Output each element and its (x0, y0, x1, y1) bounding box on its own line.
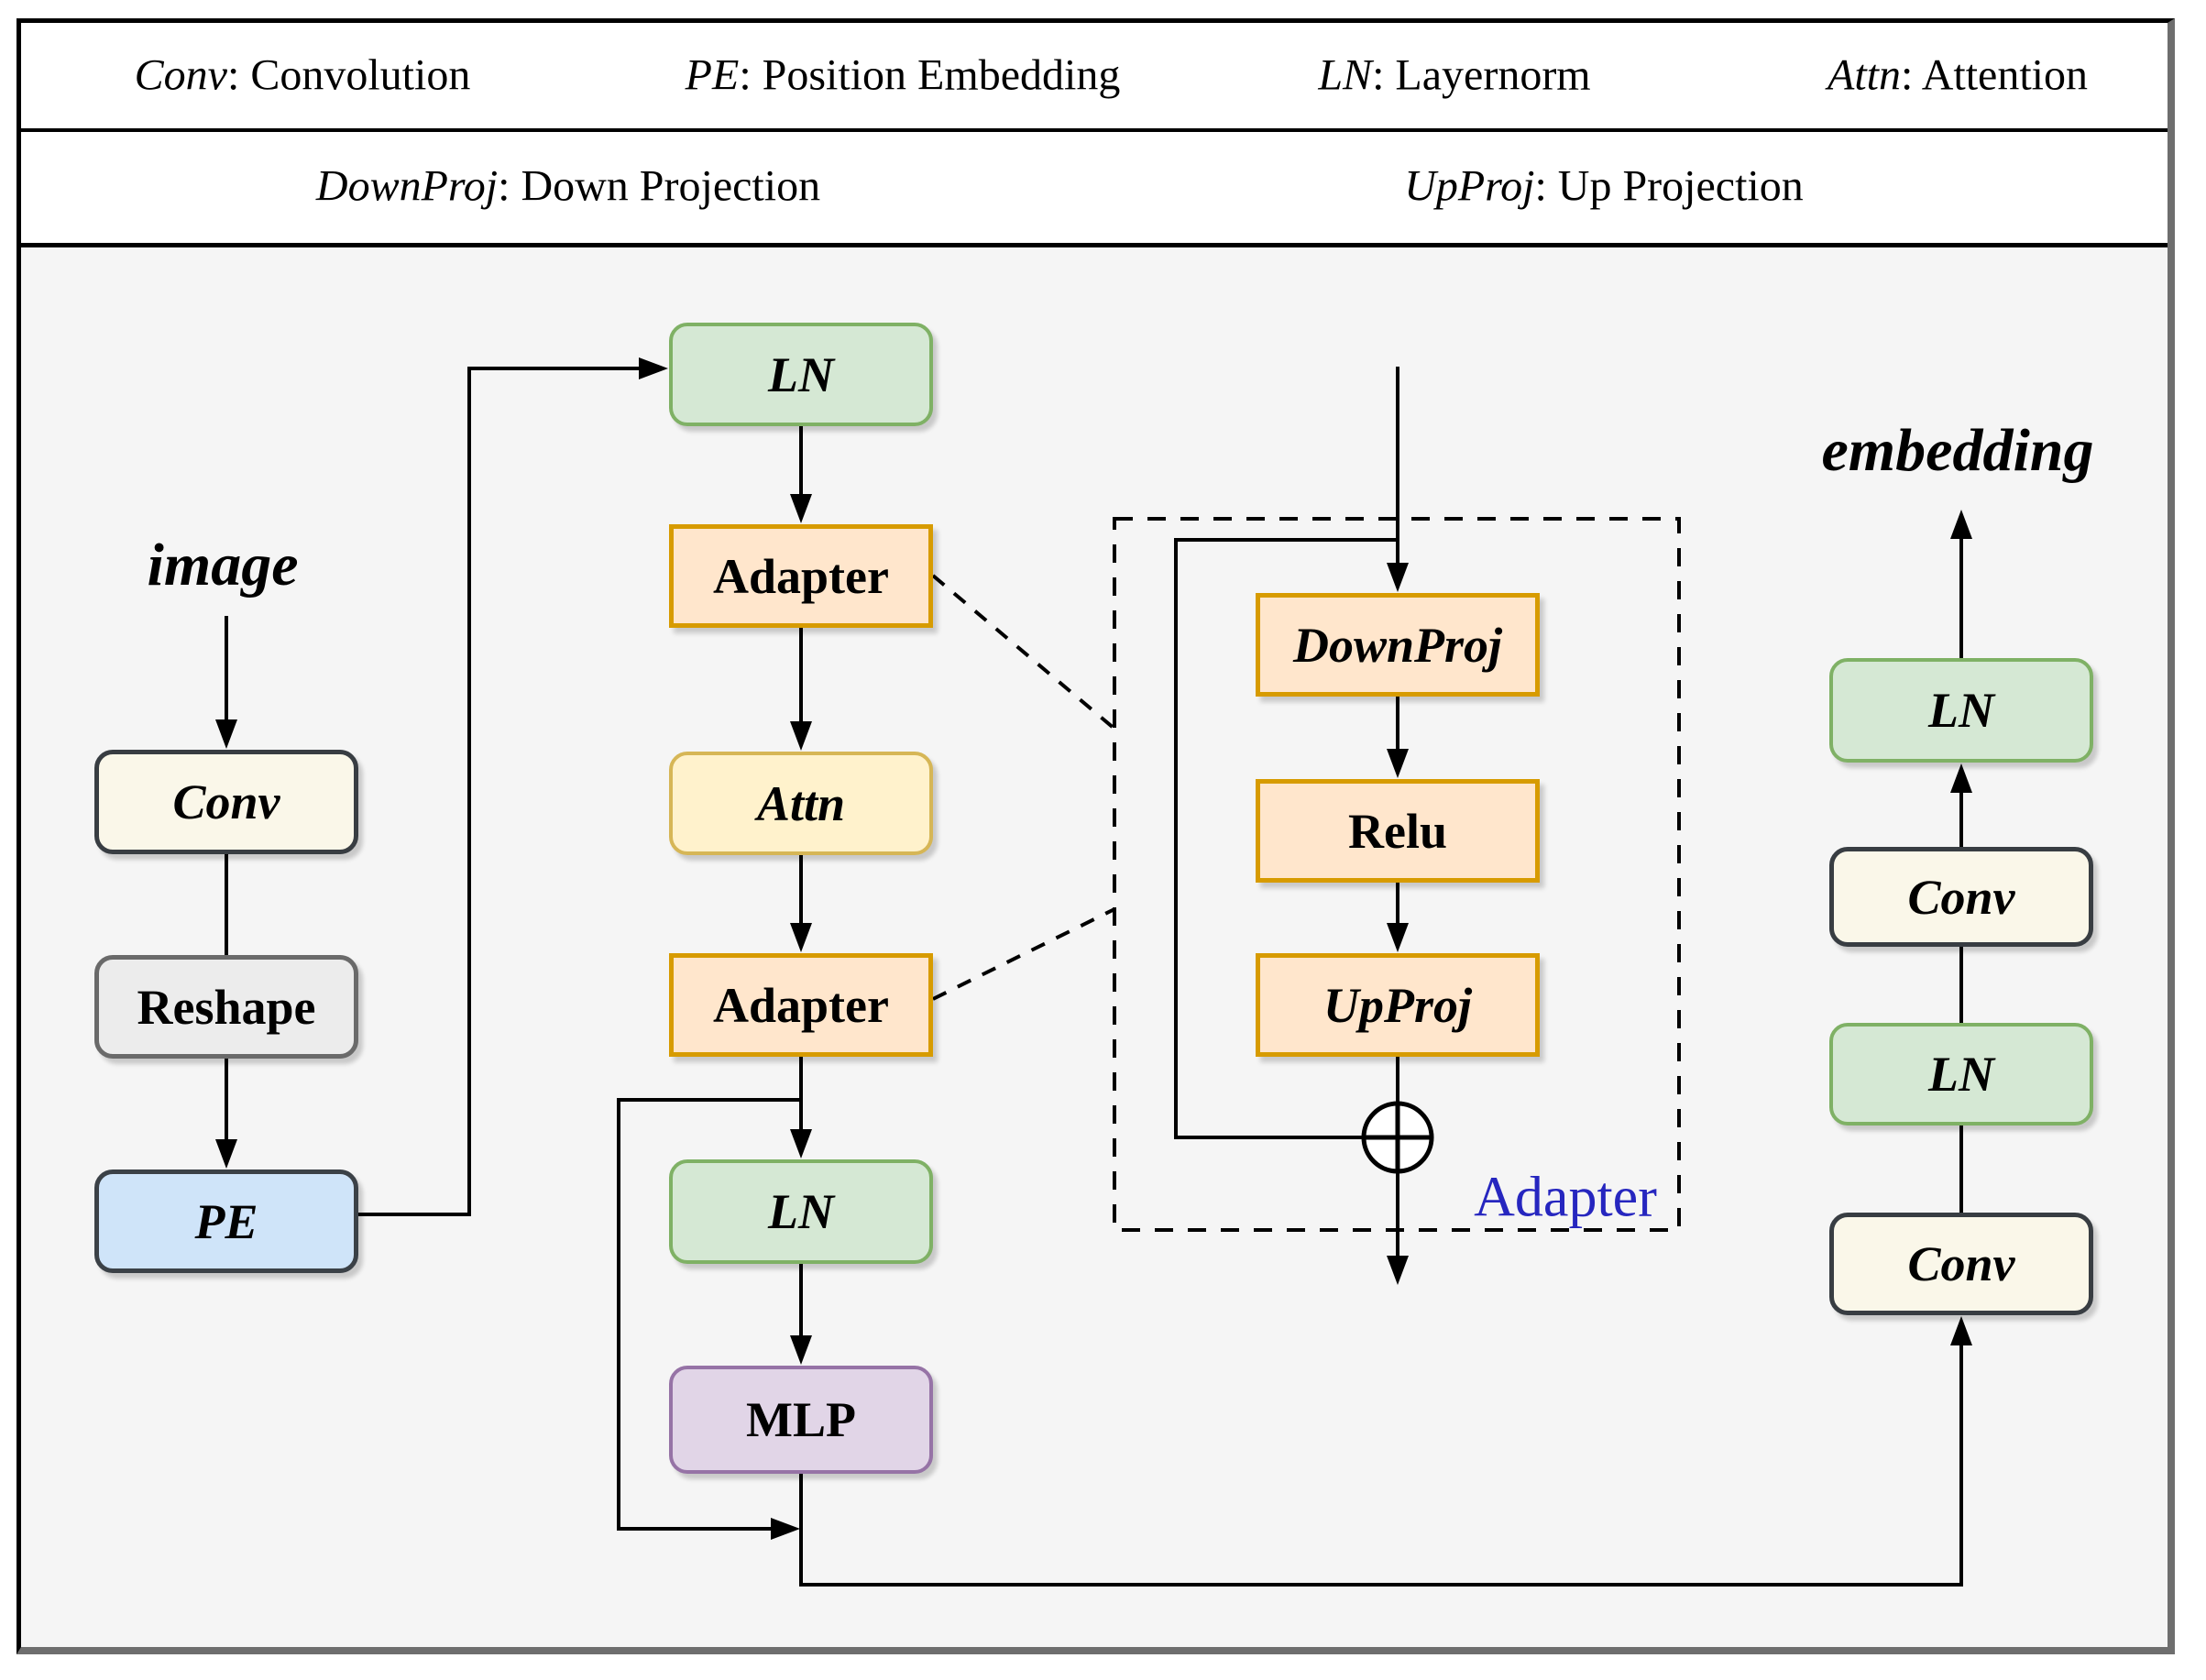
node-relu: Relu (1256, 779, 1540, 883)
adapter-detail-boundary (1113, 517, 1681, 1232)
legend-attn-desc: : Attention (1901, 50, 2088, 100)
node-reshape: Reshape (94, 955, 358, 1059)
dashed-link-adapter1-detail (931, 574, 1116, 730)
node-adapter2: Adapter (669, 953, 933, 1057)
legend-ln-term: LN (1318, 50, 1373, 100)
node-ln2: LN (669, 1159, 933, 1264)
legend-downproj: DownProj: Down Projection (316, 161, 820, 212)
legend-pe-desc: : Position Embedding (739, 50, 1121, 100)
node-ln-out-top: LN (1829, 658, 2093, 763)
legend-pe-term: PE (685, 50, 740, 100)
input-image-label: image (147, 532, 299, 598)
sum-plus-cross (1364, 1104, 1432, 1171)
legend-ln-desc: : Layernorm (1372, 50, 1591, 100)
line-detail-skip (1174, 538, 1398, 1139)
legend-pe: PE: Position Embedding (686, 50, 1121, 101)
legend-upproj-term: UpProj (1404, 161, 1535, 211)
node-ln1: LN (669, 323, 933, 426)
node-downproj: DownProj (1256, 593, 1540, 697)
legend-attn: Attn: Attention (1827, 50, 2088, 101)
legend-row-divider (21, 128, 2168, 132)
node-attn: Attn (669, 752, 933, 855)
legend-conv-term: Conv (134, 50, 227, 100)
arrow-mlp-to-output-conv (799, 1316, 1972, 1587)
legend-downproj-term: DownProj (315, 161, 499, 211)
arrow-residual-skip (617, 1098, 801, 1540)
node-ln-out-bottom: LN (1829, 1023, 2093, 1125)
legend-upproj-desc: : Up Projection (1534, 161, 1804, 211)
node-adapter1: Adapter (669, 524, 933, 628)
legend-conv-desc: : Convolution (226, 50, 471, 100)
legend-conv: Conv: Convolution (135, 50, 471, 101)
node-upproj: UpProj (1256, 953, 1540, 1057)
legend-ln: LN: Layernorm (1318, 50, 1590, 101)
node-conv-out-top: Conv (1829, 847, 2093, 947)
legend-attn-term: Attn (1827, 50, 1901, 100)
legend-downproj-desc: : Down Projection (498, 161, 821, 211)
diagram-panel (21, 243, 2168, 1647)
node-conv-out-bottom: Conv (1829, 1213, 2093, 1315)
dashed-link-adapter2-detail (932, 907, 1115, 1001)
node-mlp: MLP (669, 1366, 933, 1474)
figure-frame (16, 18, 2175, 1654)
node-conv-input: Conv (94, 750, 358, 854)
legend-upproj: UpProj: Up Projection (1404, 161, 1804, 212)
adapter-detail-caption: Adapter (1474, 1166, 1657, 1229)
node-pe: PE (94, 1169, 358, 1273)
output-embedding-label: embedding (1821, 417, 2094, 484)
arrow-pe-to-ln1 (358, 357, 668, 1216)
